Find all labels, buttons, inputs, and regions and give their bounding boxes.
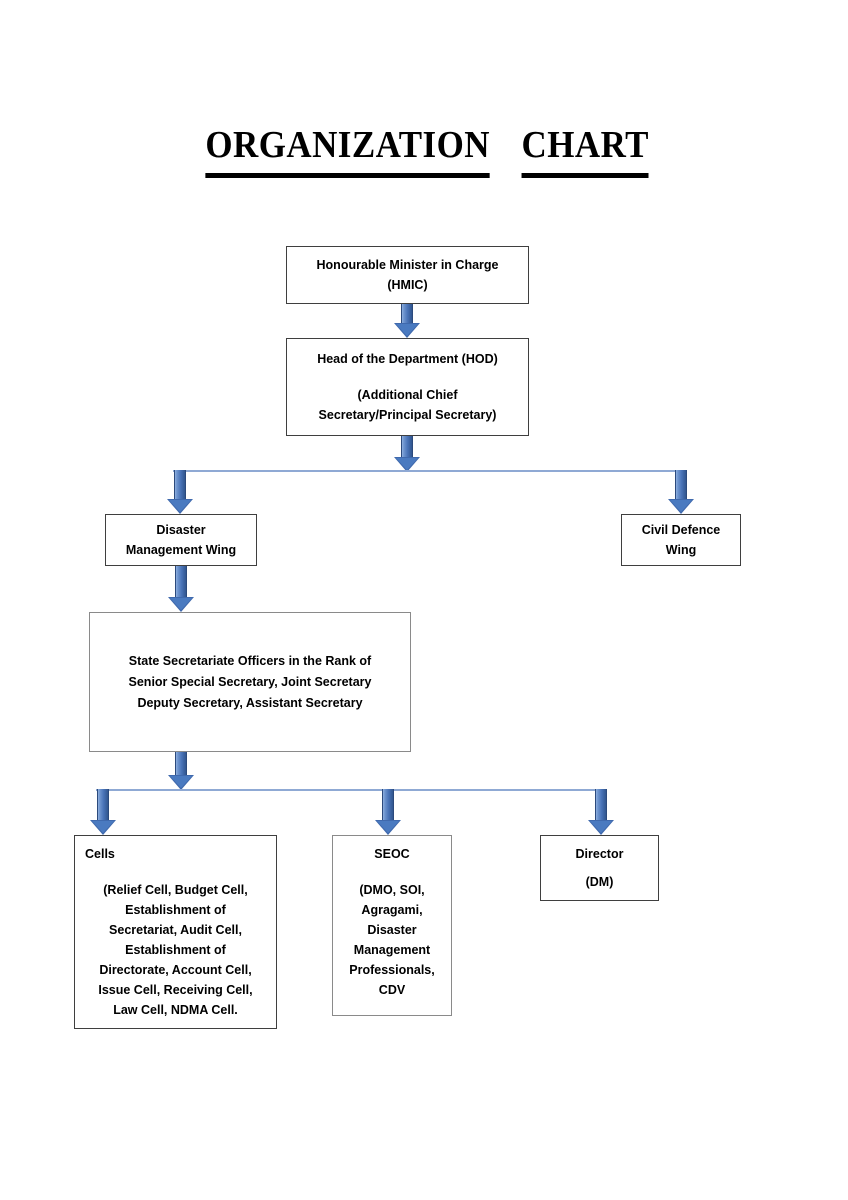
node-hmic-line-1: Honourable Minister in Charge bbox=[316, 258, 499, 272]
arrow-rail-to-civil-defence-wing bbox=[668, 470, 694, 514]
arrow-hmic-to-hod bbox=[394, 304, 420, 338]
node-cells-line-5: Directorate, Account Cell, bbox=[99, 963, 252, 977]
node-disaster-management-wing: Disaster Management Wing bbox=[105, 514, 257, 566]
node-director: Director (DM) bbox=[540, 835, 659, 901]
node-cells-line-2: Establishment of bbox=[125, 903, 226, 917]
arrow-dm-wing-to-state-officers bbox=[168, 566, 194, 612]
node-civil-defence-wing: Civil Defence Wing bbox=[621, 514, 741, 566]
connector-rail-units bbox=[96, 789, 606, 791]
node-hod-line-1: Head of the Department (HOD) bbox=[317, 352, 498, 366]
page-title-word-1: Organization bbox=[205, 108, 491, 178]
node-director-line-1: (DM) bbox=[585, 875, 614, 889]
node-state-secretariate-officers: State Secretariate Officers in the Rank … bbox=[89, 612, 411, 752]
arrow-rail-to-cells bbox=[90, 789, 116, 835]
node-cells-line-4: Establishment of bbox=[125, 943, 226, 957]
node-state-officers-line-2: Senior Special Secretary, Joint Secretar… bbox=[128, 674, 372, 689]
page-title: Organization Chart bbox=[0, 108, 848, 178]
arrow-rail-to-director bbox=[588, 789, 614, 835]
arrow-rail-to-disaster-management-wing bbox=[167, 470, 193, 514]
node-director-heading: Director bbox=[575, 847, 624, 861]
node-seoc-line-3: Disaster bbox=[367, 923, 417, 937]
node-cd-wing-line-1: Civil Defence bbox=[641, 523, 721, 537]
node-dm-wing-line-2: Management Wing bbox=[125, 543, 237, 557]
node-seoc-line-2: Agragami, bbox=[361, 903, 423, 917]
node-seoc-line-1: (DMO, SOI, bbox=[359, 883, 425, 897]
arrow-state-officers-to-rail bbox=[168, 752, 194, 790]
node-cells-line-6: Issue Cell, Receiving Cell, bbox=[98, 983, 253, 997]
node-seoc-heading: SEOC bbox=[374, 847, 410, 861]
node-cells: Cells (Relief Cell, Budget Cell, Establi… bbox=[74, 835, 277, 1029]
node-cells-line-7: Law Cell, NDMA Cell. bbox=[113, 1003, 238, 1017]
node-hod-line-2: (Additional Chief bbox=[357, 388, 458, 402]
node-seoc: SEOC (DMO, SOI, Agragami, Disaster Manag… bbox=[332, 835, 452, 1016]
node-cells-line-3: Secretariat, Audit Cell, bbox=[109, 923, 242, 937]
arrow-rail-to-seoc bbox=[375, 789, 401, 835]
node-head-of-department: Head of the Department (HOD) (Additional… bbox=[286, 338, 529, 436]
node-state-officers-line-1: State Secretariate Officers in the Rank … bbox=[128, 653, 372, 668]
node-state-officers-line-3: Deputy Secretary, Assistant Secretary bbox=[137, 695, 363, 710]
page-title-word-2: Chart bbox=[522, 108, 650, 178]
connector-rail-wings bbox=[173, 470, 681, 472]
node-seoc-line-6: CDV bbox=[378, 983, 406, 997]
arrow-hod-to-rail bbox=[394, 436, 420, 472]
node-cells-line-1: (Relief Cell, Budget Cell, bbox=[103, 883, 248, 897]
node-seoc-line-4: Management bbox=[353, 943, 431, 957]
node-cd-wing-line-2: Wing bbox=[665, 543, 697, 557]
node-dm-wing-line-1: Disaster bbox=[156, 523, 206, 537]
node-cells-heading: Cells bbox=[85, 847, 115, 861]
node-hmic-line-2: (HMIC) bbox=[387, 278, 428, 292]
node-honourable-minister-in-charge: Honourable Minister in Charge (HMIC) bbox=[286, 246, 529, 304]
node-seoc-line-5: Professionals, bbox=[349, 963, 435, 977]
node-hod-line-3: Secretary/Principal Secretary) bbox=[318, 408, 497, 422]
